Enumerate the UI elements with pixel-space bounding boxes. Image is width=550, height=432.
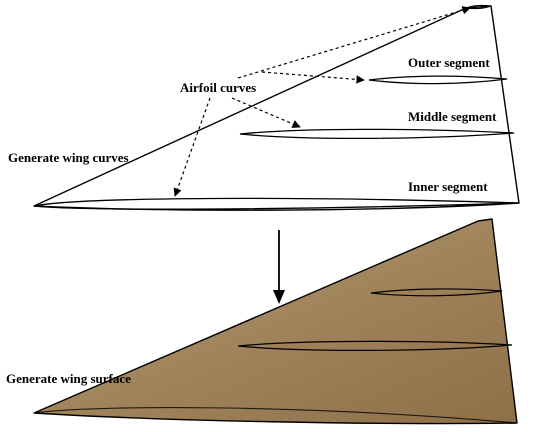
wing-surface [33,218,518,425]
pointer-arrow-middle [231,97,301,128]
surface-middle-airfoil [237,340,513,351]
airfoil-curves-label: Airfoil curves [180,80,256,95]
generate-wing-surface-label: Generate wing surface [6,371,131,386]
pointer-arrow-outer [261,71,365,84]
middle-segment-label: Middle segment [408,109,497,124]
process-down-arrow [273,230,285,304]
surface-outer-airfoil [370,288,503,297]
pointer-arrow-tip [237,6,471,79]
airfoil-pointer-arrows [173,6,471,197]
wing-surface-panel: Generate wing surface [6,218,518,425]
wing-curves-panel: Airfoil curves Outer segment Middle segm… [8,4,520,211]
middle-airfoil-curve [239,128,515,140]
tip-airfoil-curve [465,4,492,10]
outer-airfoil-curve [368,75,508,85]
generate-wing-curves-label: Generate wing curves [8,150,129,165]
surface-root-airfoil [33,407,518,424]
inner-segment-label: Inner segment [408,179,488,194]
inner-airfoil-curve [33,197,520,210]
pointer-arrow-inner [173,97,211,197]
outer-segment-label: Outer segment [408,55,490,70]
